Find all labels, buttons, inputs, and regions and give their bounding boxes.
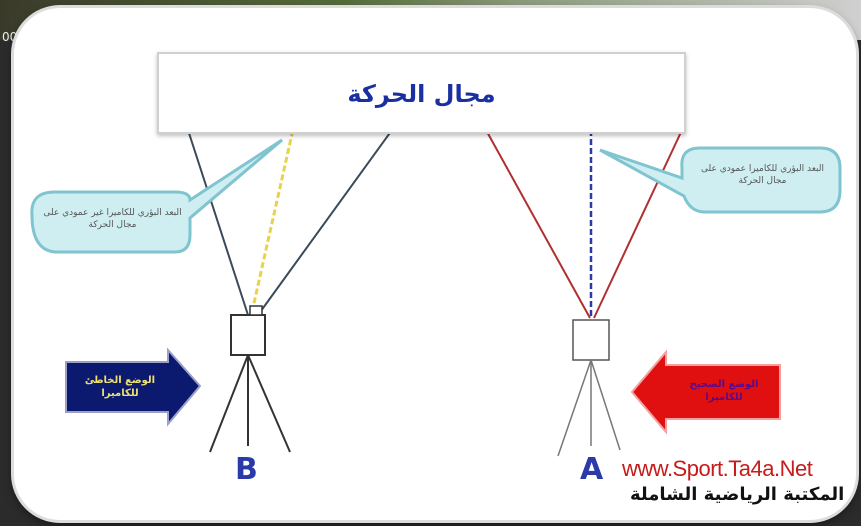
camera-a-view-line-left	[485, 129, 591, 319]
watermark-url: www.Sport.Ta4a.Net	[622, 456, 813, 481]
callout-right-text: البعد البؤري للكاميرا عمودي على مجال الح…	[700, 164, 825, 186]
arrow-wrong-position-text: الوضع الخاطئ للكاميرا	[84, 375, 156, 399]
camera-a-label: A	[580, 452, 604, 487]
arrow-correct-position	[630, 349, 781, 435]
corner-text: 00	[2, 30, 18, 44]
callout-left-text: البعد البؤري للكاميرا غير عمودي على مجال…	[43, 208, 182, 230]
camera-b	[209, 305, 291, 453]
movement-field-box: مجال الحركة	[157, 52, 686, 134]
movement-field-title: مجال الحركة	[347, 80, 496, 108]
camera-b-view-line-left	[187, 129, 249, 316]
callout-left	[30, 138, 283, 254]
callout-right	[599, 146, 842, 214]
camera-b-view-line-right	[257, 129, 393, 316]
camera-a	[557, 319, 621, 457]
camera-b-focal-line	[250, 133, 294, 313]
camera-a-view-line-right	[593, 129, 683, 319]
arrow-wrong-position	[65, 347, 202, 427]
arrow-correct-position-text: الوضع الصحيح للكاميرا	[689, 379, 759, 403]
camera-b-label: B	[235, 452, 258, 487]
watermark-library: المكتبة الرياضية الشاملة	[630, 484, 845, 505]
